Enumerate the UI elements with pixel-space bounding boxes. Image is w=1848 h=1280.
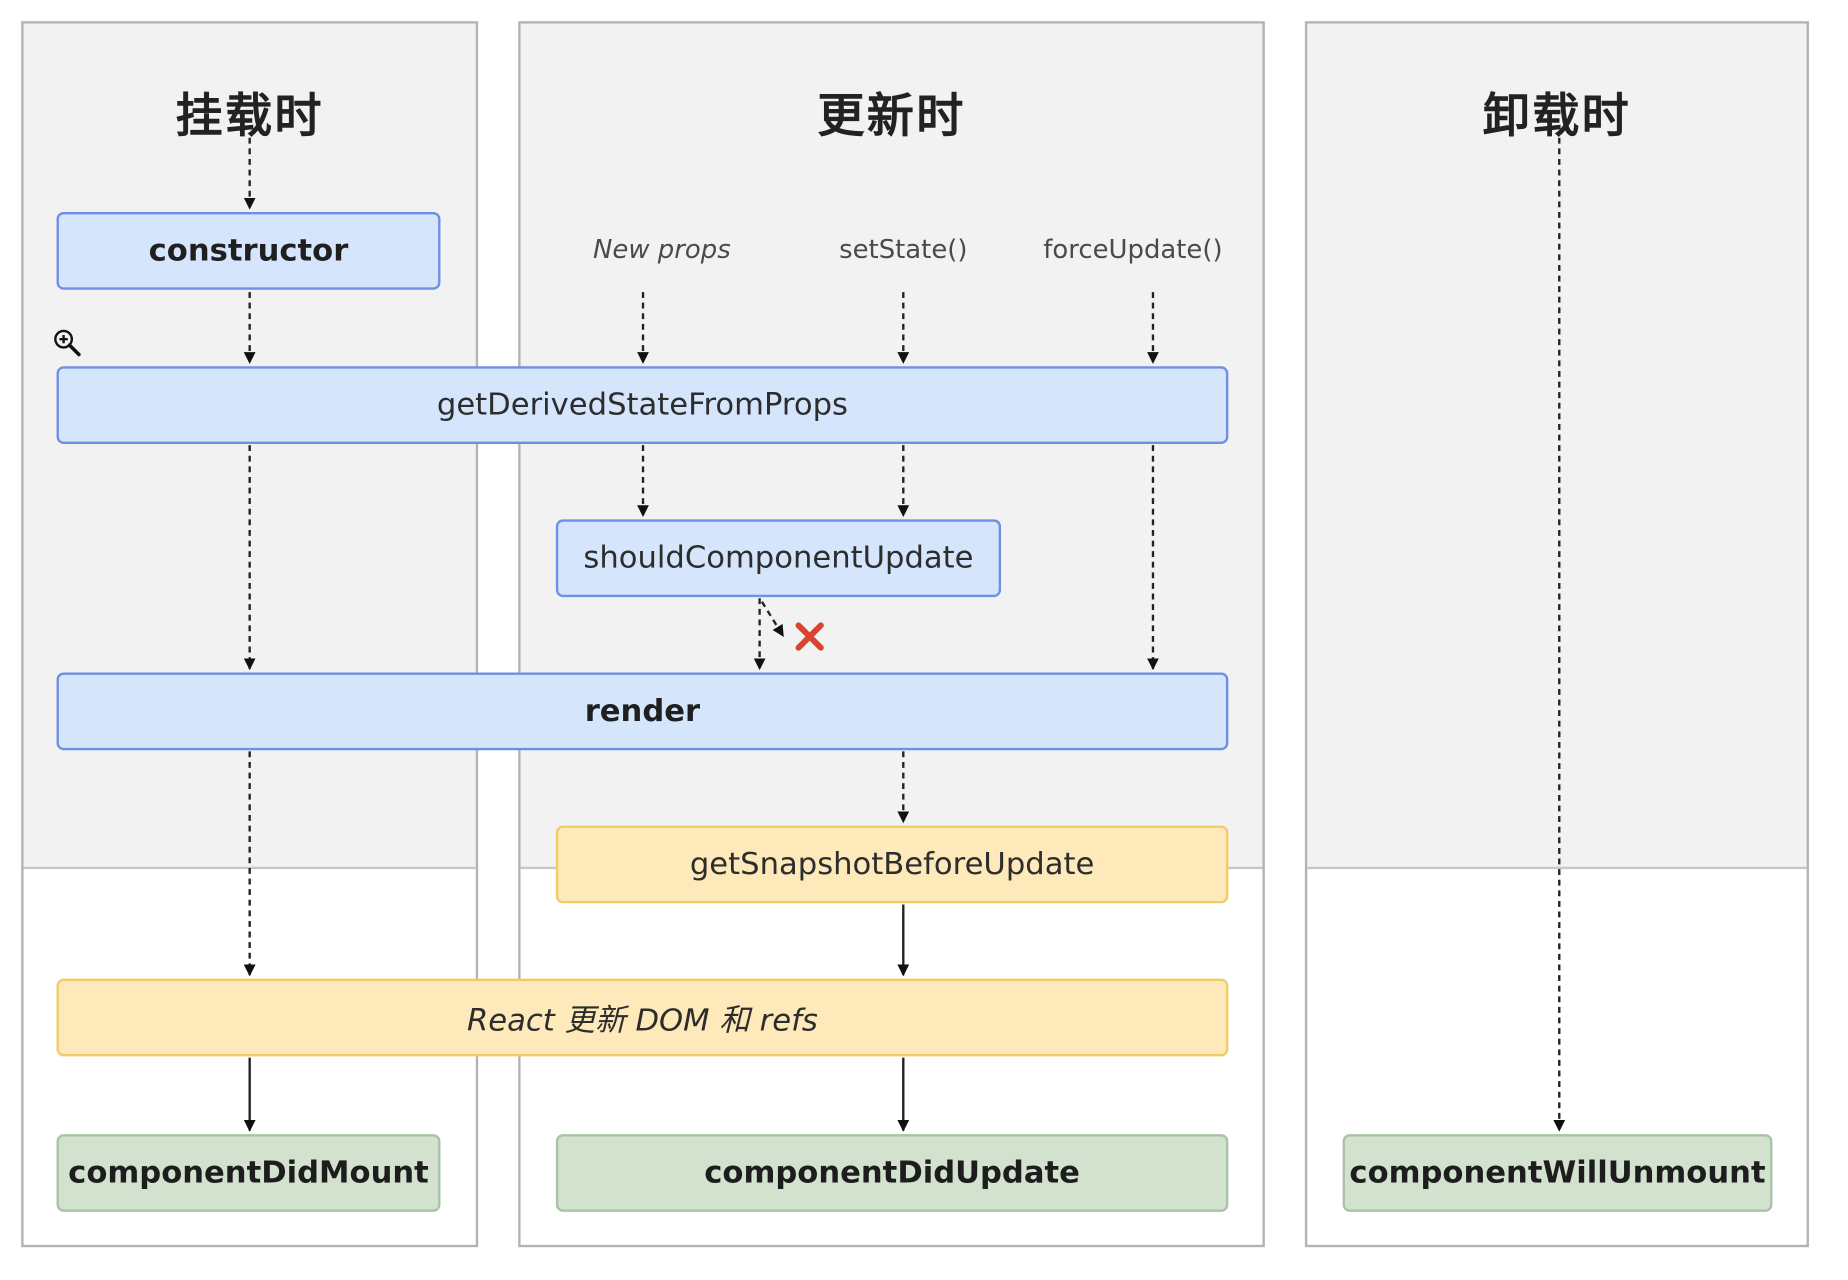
trigger-new-props: New props <box>593 235 731 265</box>
updating-title: 更新时 <box>817 89 966 144</box>
mounting-column: 挂载时 <box>21 21 479 1248</box>
constructor-box: constructor <box>56 211 441 290</box>
component-did-update-box: componentDidUpdate <box>555 1134 1229 1212</box>
get-snapshot-before-update-box: getSnapshotBeforeUpdate <box>555 825 1229 904</box>
render-box: render <box>56 672 1229 751</box>
should-component-update-box: shouldComponentUpdate <box>555 519 1002 598</box>
react-update-dom-box: React 更新 DOM 和 refs <box>56 978 1229 1057</box>
trigger-set-state: setState() <box>839 235 968 265</box>
zoom-in-icon[interactable] <box>52 327 83 358</box>
get-derived-state-from-props-box: getDerivedStateFromProps <box>56 366 1229 444</box>
trigger-force-update: forceUpdate() <box>1043 235 1223 265</box>
unmounting-column: 卸载时 <box>1304 21 1809 1248</box>
component-will-unmount-box: componentWillUnmount <box>1342 1134 1773 1212</box>
unmounting-title: 卸载时 <box>1482 89 1632 144</box>
updating-column: 更新时 <box>518 21 1265 1248</box>
component-did-mount-box: componentDidMount <box>56 1134 441 1212</box>
mounting-title: 挂载时 <box>175 89 324 144</box>
